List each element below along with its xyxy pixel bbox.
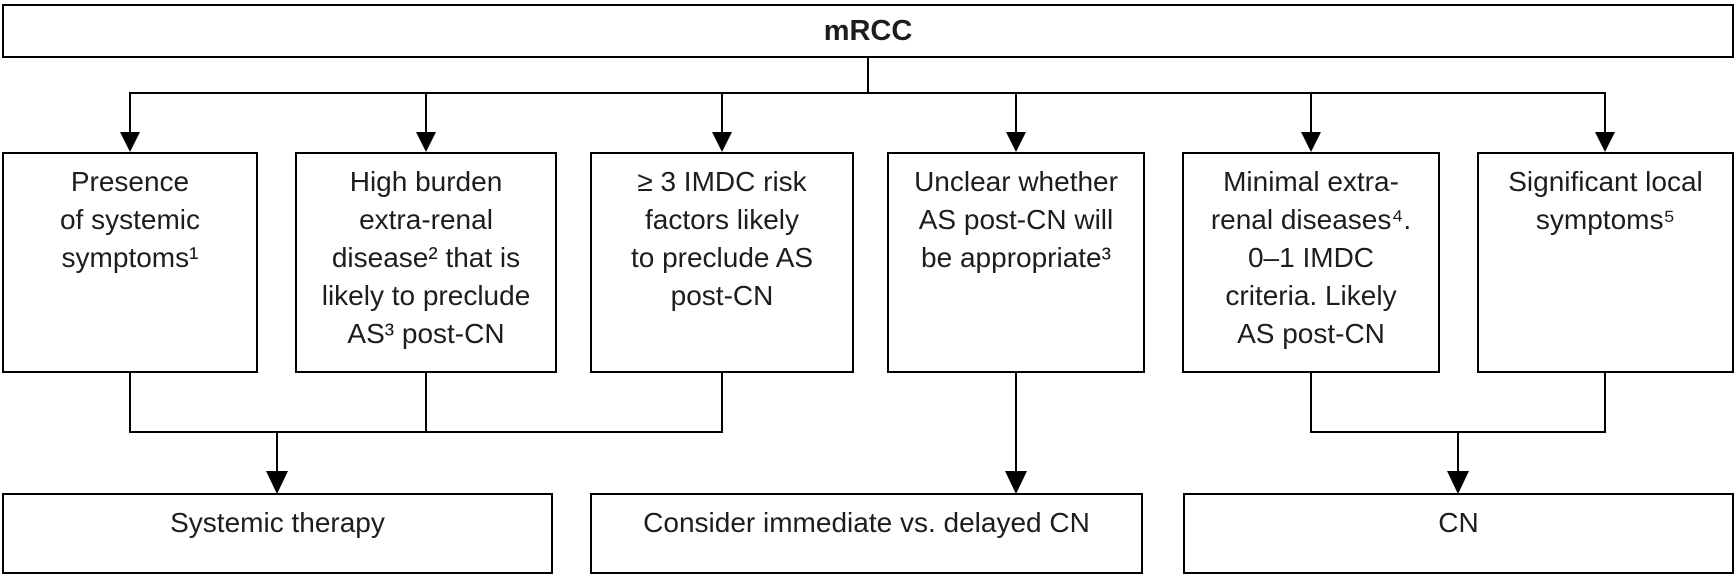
node-cn: CN (1183, 493, 1734, 574)
node-local-symptoms-label: Significant local symptoms⁵ (1508, 166, 1703, 235)
node-unclear-as-label: Unclear whether AS post-CN will be appro… (914, 166, 1118, 273)
node-systemic-therapy: Systemic therapy (2, 493, 553, 574)
node-high-burden-disease-label: High burden extra-renal disease² that is… (321, 166, 531, 349)
node-immediate-vs-delayed-cn: Consider immediate vs. delayed CN (590, 493, 1143, 574)
node-cn-label: CN (1438, 507, 1479, 538)
node-imdc-risk-factors: ≥ 3 IMDC risk factors likely to preclude… (590, 152, 854, 373)
node-systemic-symptoms: Presence of systemic symptoms¹ (2, 152, 258, 373)
node-minimal-disease-label: Minimal extra- renal diseases⁴. 0–1 IMDC… (1210, 166, 1412, 349)
node-minimal-disease: Minimal extra- renal diseases⁴. 0–1 IMDC… (1182, 152, 1440, 373)
node-mrcc-label: mRCC (823, 14, 913, 47)
node-high-burden-disease: High burden extra-renal disease² that is… (295, 152, 557, 373)
node-local-symptoms: Significant local symptoms⁵ (1477, 152, 1734, 373)
node-imdc-risk-factors-label: ≥ 3 IMDC risk factors likely to preclude… (630, 166, 814, 311)
node-immediate-vs-delayed-cn-label: Consider immediate vs. delayed CN (643, 507, 1090, 538)
node-systemic-therapy-label: Systemic therapy (170, 507, 385, 538)
node-mrcc: mRCC (2, 4, 1734, 58)
node-unclear-as: Unclear whether AS post-CN will be appro… (887, 152, 1145, 373)
node-systemic-symptoms-label: Presence of systemic symptoms¹ (59, 166, 201, 273)
